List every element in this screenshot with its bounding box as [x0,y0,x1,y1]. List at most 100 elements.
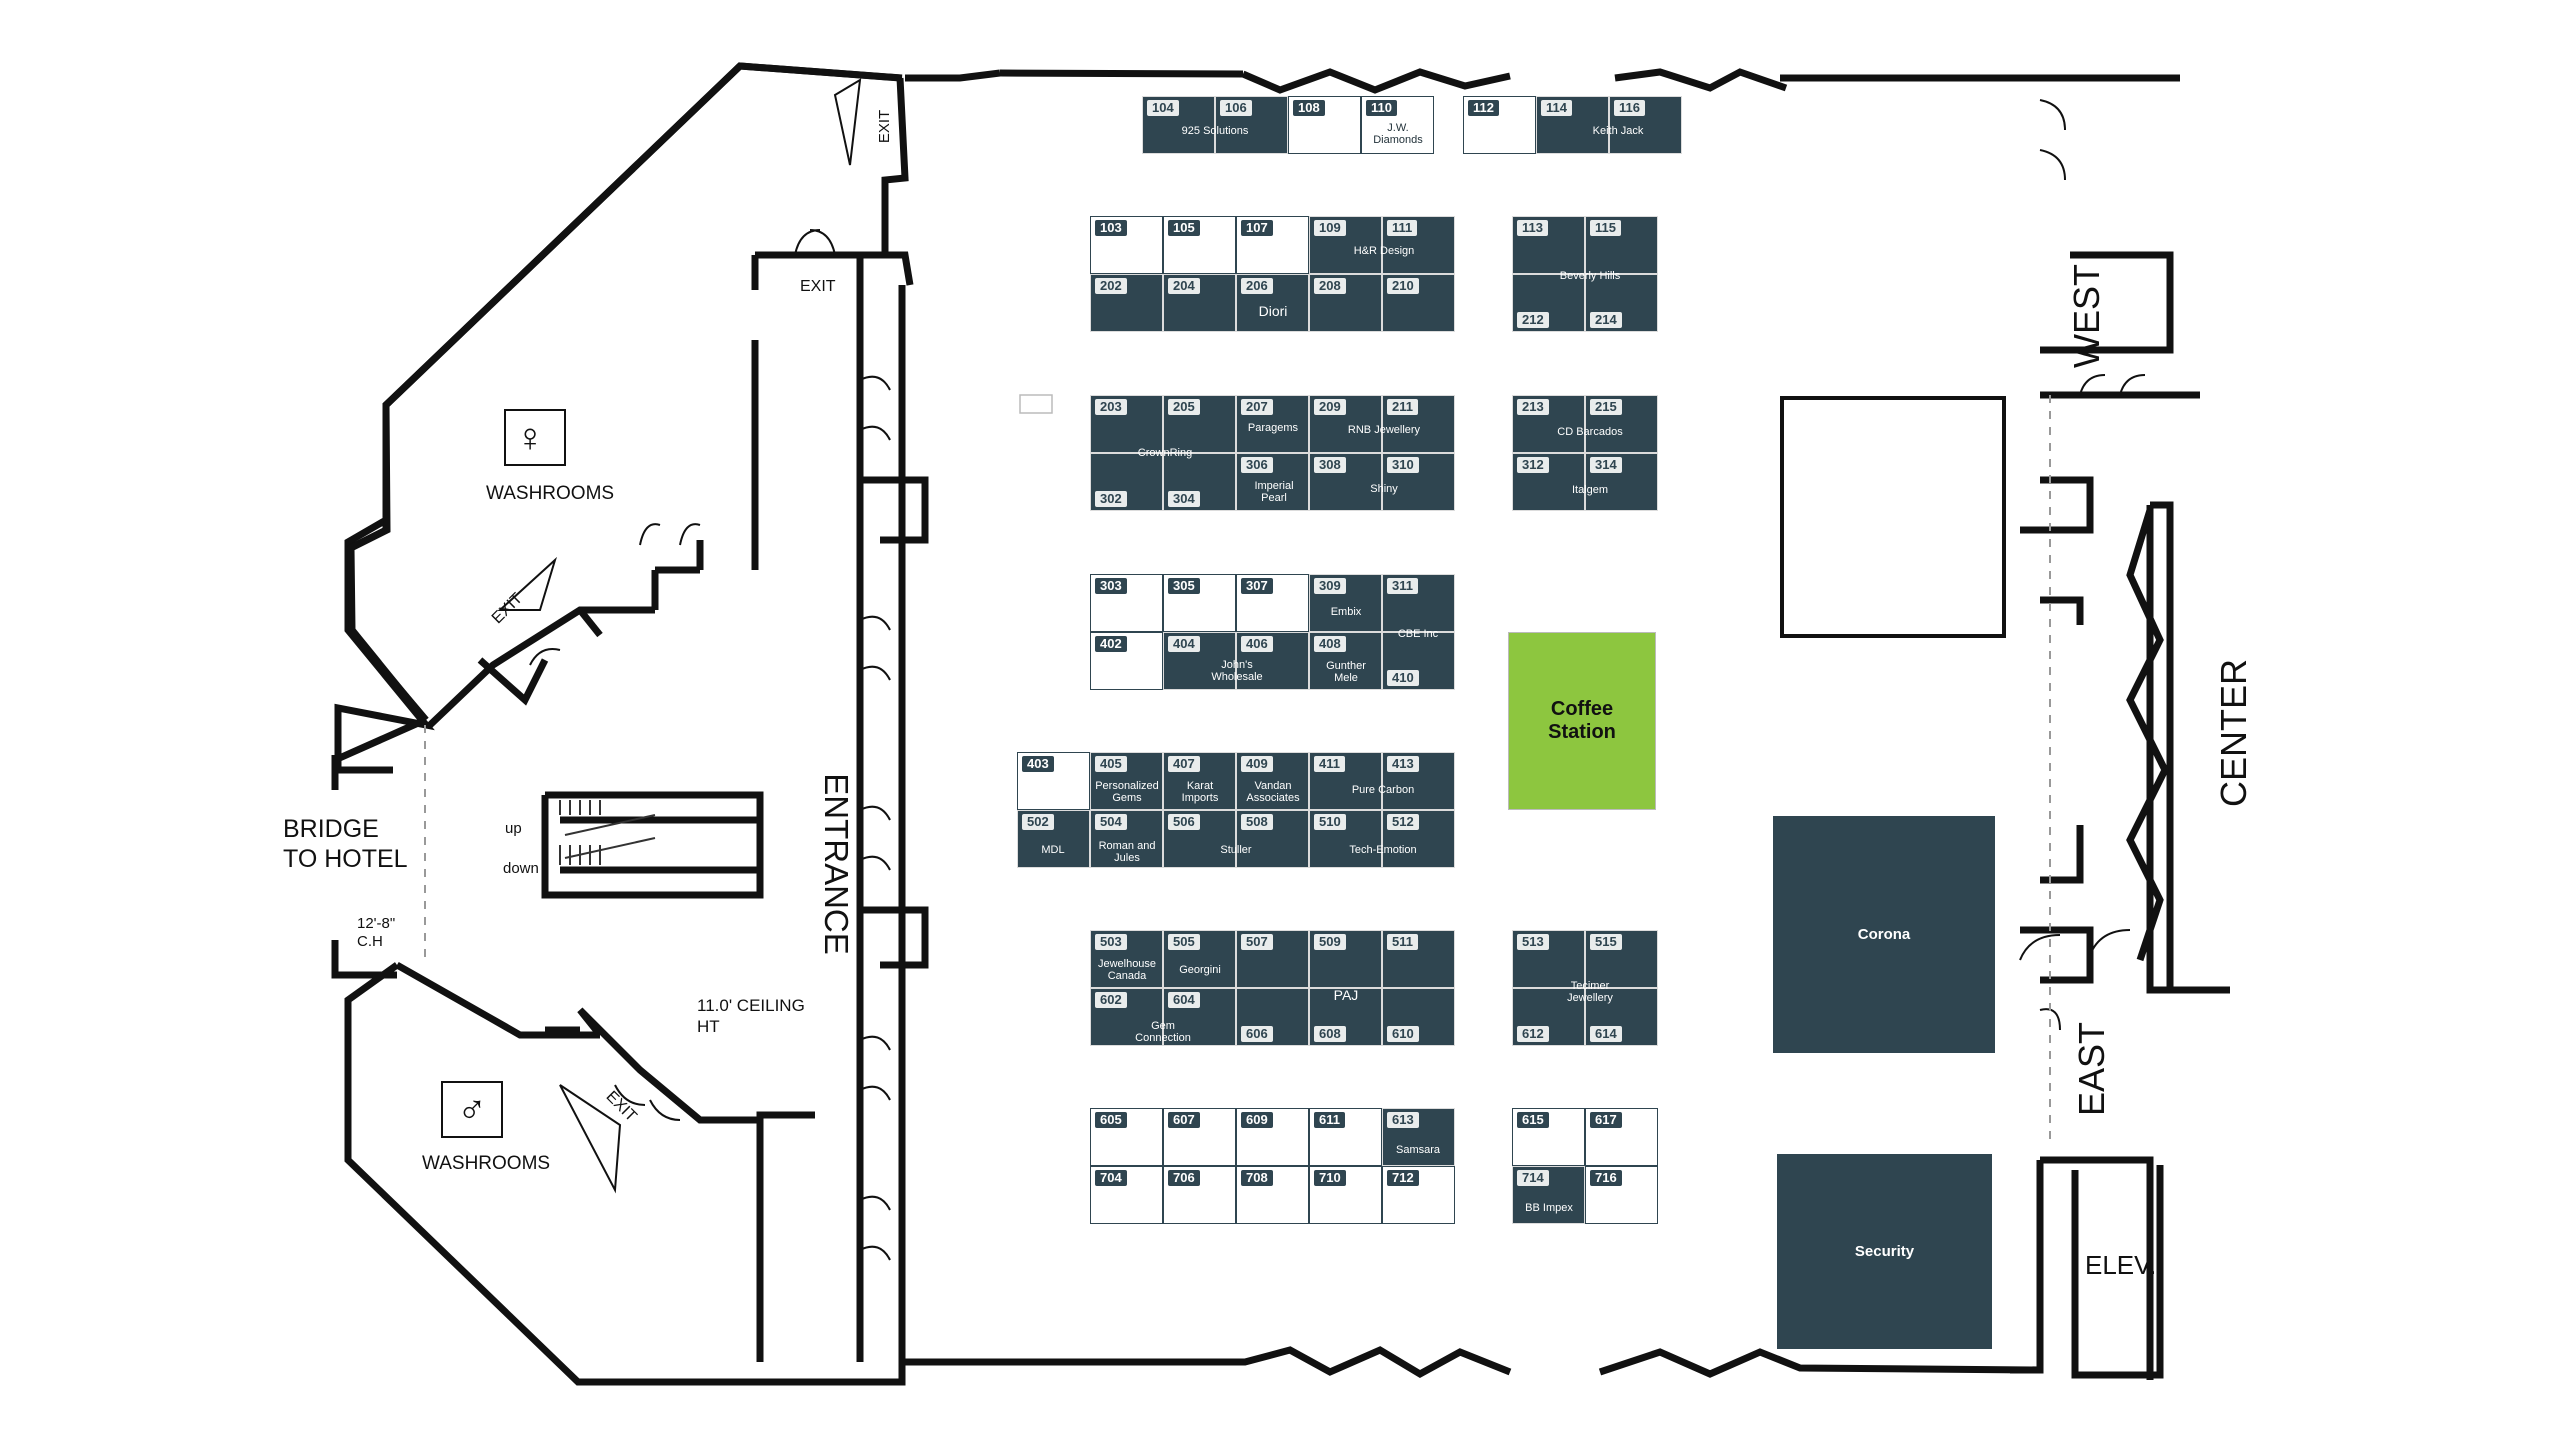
booth-609[interactable]: 609 [1236,1108,1309,1166]
booth-509[interactable]: 509 [1309,930,1382,988]
booth-number: 604 [1168,992,1200,1008]
booth-304[interactable]: 304 [1163,453,1236,511]
booth-712[interactable]: 712 [1382,1166,1455,1224]
booth-number: 413 [1387,756,1419,772]
booth-number: 303 [1095,578,1127,594]
booth-106[interactable]: 106 [1215,96,1288,154]
booth-310[interactable]: 310 [1382,453,1455,511]
booth-411[interactable]: 411 [1309,752,1382,810]
entrance-label: ENTRANCE [817,773,855,955]
booth-203[interactable]: 203 [1090,395,1163,453]
booth-604[interactable]: 604 [1163,988,1236,1046]
booth-311[interactable]: 311 [1382,574,1455,632]
west-label: WEST [2066,264,2107,368]
east-label: EAST [2071,1021,2113,1117]
booth-109[interactable]: 109 [1309,216,1382,274]
booth-112[interactable]: 112 [1463,96,1536,154]
booth-312[interactable]: 312 [1512,453,1585,511]
stairs-down-label: down [503,860,539,877]
booth-413[interactable]: 413 [1382,752,1455,810]
exit-corridor-label: EXIT [800,278,836,295]
booth-503[interactable]: 503 [1090,930,1163,988]
booth-716[interactable]: 716 [1585,1166,1658,1224]
booth-406[interactable]: 406 [1236,632,1309,690]
booth-116[interactable]: 116 [1609,96,1682,154]
booth-508[interactable]: 508 [1236,810,1309,868]
booth-403[interactable]: 403 [1017,752,1090,810]
booth-504[interactable]: 504 [1090,810,1163,868]
booth-513[interactable]: 513 [1512,930,1585,988]
booth-211[interactable]: 211 [1382,395,1455,453]
booth-115[interactable]: 115 [1585,216,1658,274]
booth-207[interactable]: 207 [1236,395,1309,453]
booth-105[interactable]: 105 [1163,216,1236,274]
booth-515[interactable]: 515 [1585,930,1658,988]
booth-110[interactable]: 110 [1361,96,1434,154]
booth-610[interactable]: 610 [1382,988,1455,1046]
booth-614[interactable]: 614 [1585,988,1658,1046]
booth-502[interactable]: 502 [1017,810,1090,868]
booth-506[interactable]: 506 [1163,810,1236,868]
booth-314[interactable]: 314 [1585,453,1658,511]
booth-405[interactable]: 405 [1090,752,1163,810]
booth-512[interactable]: 512 [1382,810,1455,868]
booth-704[interactable]: 704 [1090,1166,1163,1224]
stairs-up-label: up [505,820,522,837]
booth-214[interactable]: 214 [1585,274,1658,332]
coffee-station[interactable]: Coffee Station [1508,632,1656,810]
booth-206[interactable]: 206 [1236,274,1309,332]
booth-204[interactable]: 204 [1163,274,1236,332]
booth-402[interactable]: 402 [1090,632,1163,690]
booth-607[interactable]: 607 [1163,1108,1236,1166]
booth-602[interactable]: 602 [1090,988,1163,1046]
booth-605[interactable]: 605 [1090,1108,1163,1166]
booth-307[interactable]: 307 [1236,574,1309,632]
booth-210[interactable]: 210 [1382,274,1455,332]
booth-510[interactable]: 510 [1309,810,1382,868]
booth-617[interactable]: 617 [1585,1108,1658,1166]
booth-408[interactable]: 408 [1309,632,1382,690]
booth-114[interactable]: 114 [1536,96,1609,154]
booth-number: 215 [1590,399,1622,415]
booth-209[interactable]: 209 [1309,395,1382,453]
booth-202[interactable]: 202 [1090,274,1163,332]
booth-205[interactable]: 205 [1163,395,1236,453]
booth-306[interactable]: 306 [1236,453,1309,511]
booth-108[interactable]: 108 [1288,96,1361,154]
booth-208[interactable]: 208 [1309,274,1382,332]
booth-113[interactable]: 113 [1512,216,1585,274]
booth-409[interactable]: 409 [1236,752,1309,810]
booth-104[interactable]: 104 [1142,96,1215,154]
booth-212[interactable]: 212 [1512,274,1585,332]
booth-714[interactable]: 714 [1512,1166,1585,1224]
booth-309[interactable]: 309 [1309,574,1382,632]
booth-706[interactable]: 706 [1163,1166,1236,1224]
booth-107[interactable]: 107 [1236,216,1309,274]
security-area[interactable]: Security [1777,1154,1992,1349]
ceiling-small-label-1: 12'-8" [357,915,396,932]
booth-404[interactable]: 404 [1163,632,1236,690]
booth-613[interactable]: 613 [1382,1108,1455,1166]
booth-612[interactable]: 612 [1512,988,1585,1046]
booth-302[interactable]: 302 [1090,453,1163,511]
booth-215[interactable]: 215 [1585,395,1658,453]
booth-308[interactable]: 308 [1309,453,1382,511]
booth-103[interactable]: 103 [1090,216,1163,274]
booth-410[interactable]: 410 [1382,632,1455,690]
booth-407[interactable]: 407 [1163,752,1236,810]
booth-615[interactable]: 615 [1512,1108,1585,1166]
booth-213[interactable]: 213 [1512,395,1585,453]
booth-608[interactable]: 608 [1309,988,1382,1046]
booth-511[interactable]: 511 [1382,930,1455,988]
booth-507[interactable]: 507 [1236,930,1309,988]
corona-area[interactable]: Corona [1773,816,1995,1053]
booth-710[interactable]: 710 [1309,1166,1382,1224]
booth-number: 203 [1095,399,1127,415]
booth-111[interactable]: 111 [1382,216,1455,274]
booth-505[interactable]: 505 [1163,930,1236,988]
booth-305[interactable]: 305 [1163,574,1236,632]
booth-708[interactable]: 708 [1236,1166,1309,1224]
booth-611[interactable]: 611 [1309,1108,1382,1166]
booth-303[interactable]: 303 [1090,574,1163,632]
booth-606[interactable]: 606 [1236,988,1309,1046]
